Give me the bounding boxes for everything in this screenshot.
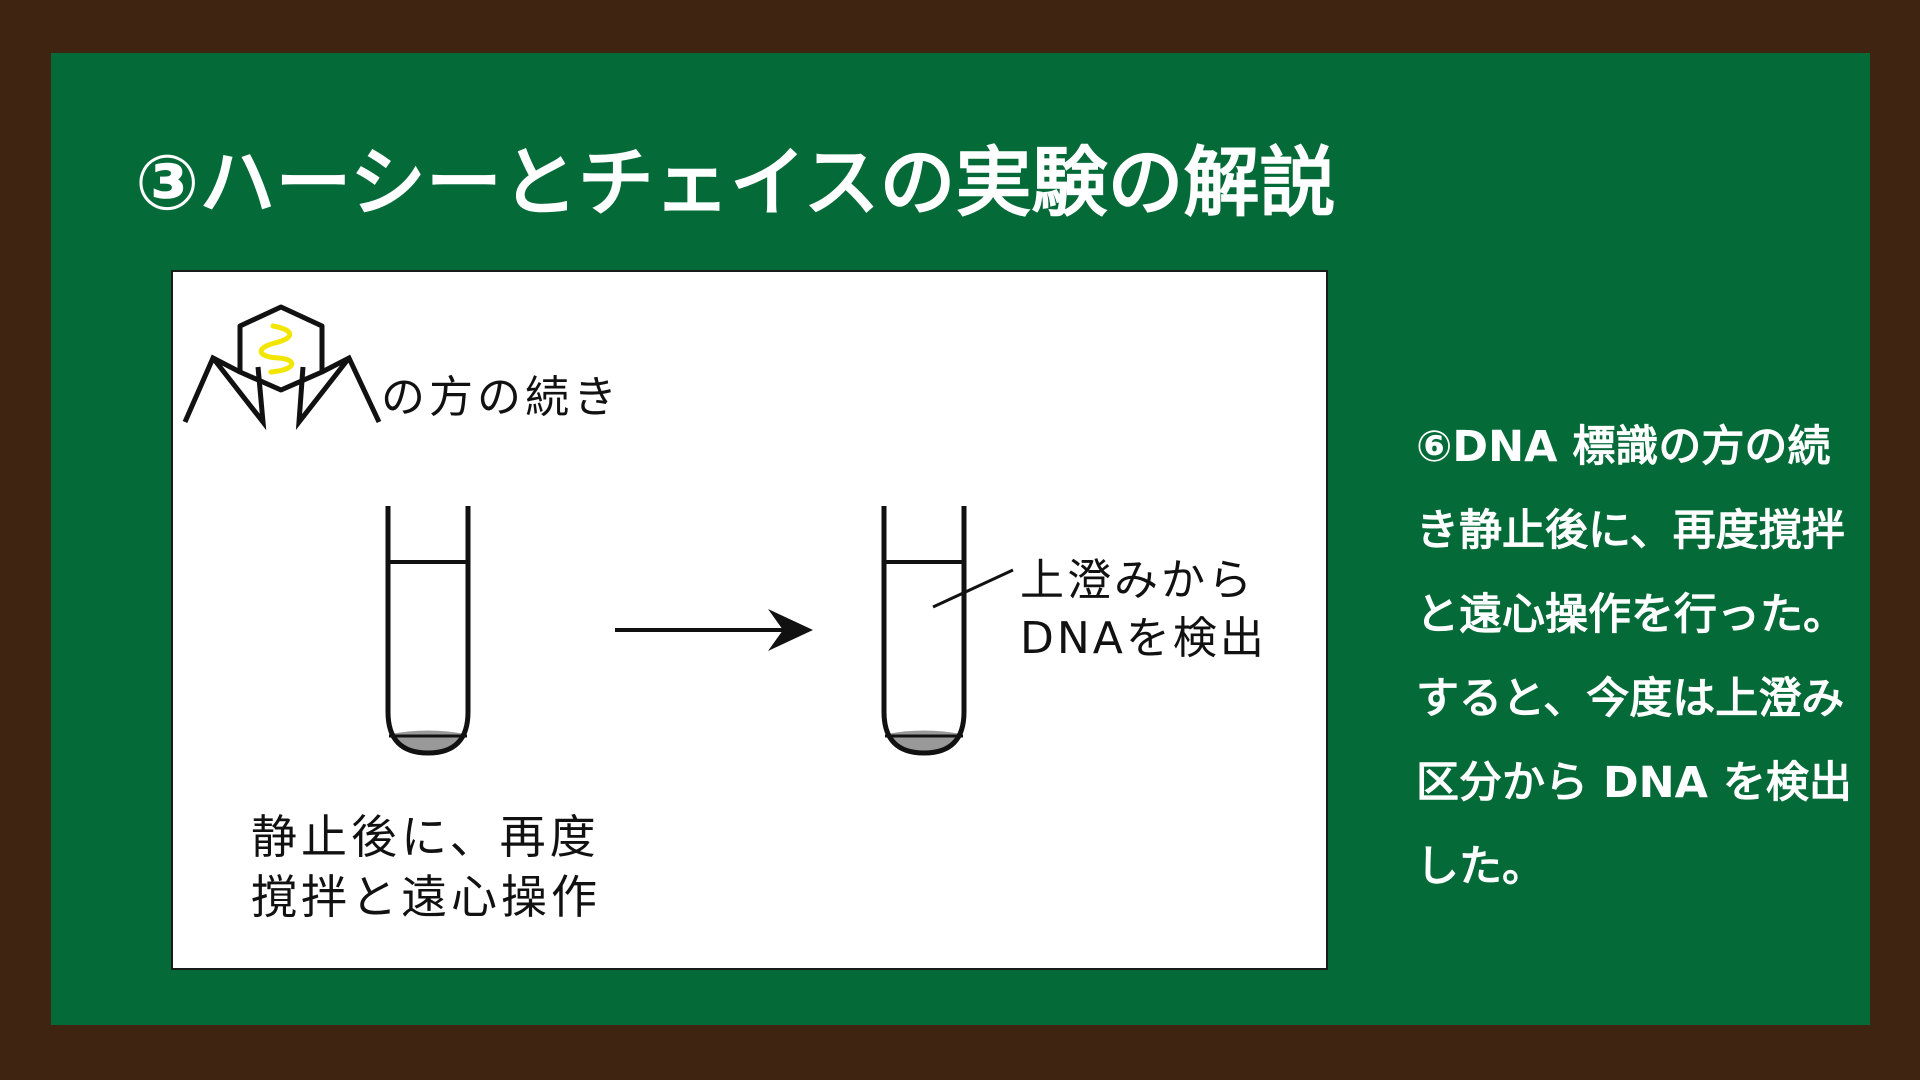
explanation-line: き静止後に、再度撹拌 <box>1416 506 1845 556</box>
explanation-line: と遠心操作を行った。 <box>1416 590 1846 640</box>
explanation-line: ⑥DNA 標識の方の続 <box>1416 422 1831 472</box>
explanation-text: ⑥DNA 標識の方の続 き静止後に、再度撹拌 と遠心操作を行った。 すると、今度… <box>1416 405 1896 909</box>
test-tube-icon <box>385 506 471 756</box>
supernatant-pointer <box>932 568 1014 609</box>
step-label-line: 静止後に、再度 <box>251 810 600 864</box>
diagram-panel: の方の続き 上澄みから DNAを検出 静止後に、再度 撹拌と遠心操作 <box>171 270 1328 970</box>
test-tube-icon <box>881 506 967 756</box>
phage-dna-icon <box>258 323 295 375</box>
result-label-line: DNAを検出 <box>1020 613 1267 664</box>
supernatant-result-label: 上澄みから DNAを検出 <box>1020 552 1267 668</box>
phage-label: の方の続き <box>381 372 621 423</box>
bacteriophage-icon <box>182 304 382 431</box>
result-label-line: 上澄みから <box>1020 555 1255 606</box>
experiment-diagram <box>182 304 1014 756</box>
step-label-line: 撹拌と遠心操作 <box>251 870 601 924</box>
chalkboard: ③ハーシーとチェイスの実験の解説 <box>51 53 1870 1025</box>
procedure-label: 静止後に、再度 撹拌と遠心操作 <box>251 807 601 927</box>
right-arrow-icon <box>615 609 813 651</box>
page-title: ③ハーシーとチェイスの実験の解説 <box>135 138 1336 227</box>
explanation-line: 区分から DNA を検出 <box>1416 758 1852 808</box>
explanation-line: した。 <box>1416 842 1545 892</box>
explanation-line: すると、今度は上澄み <box>1416 674 1845 724</box>
